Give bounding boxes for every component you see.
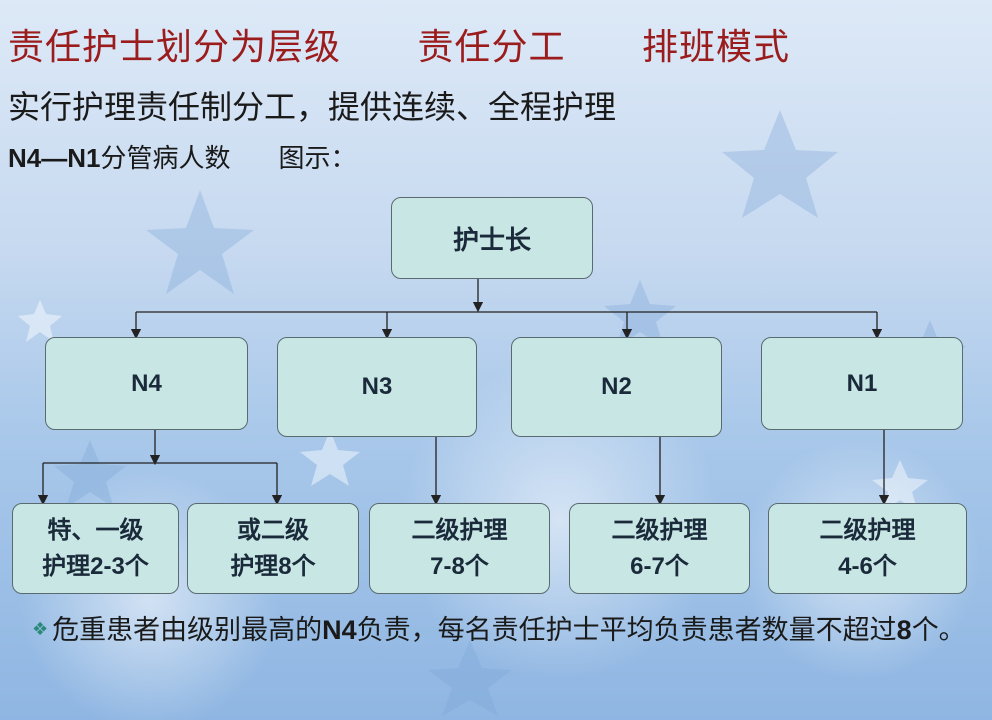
leaf-line1: 二级护理 [612,517,708,544]
leaf-line2: 7-8个 [430,553,489,580]
org-node-n2: N2 [511,337,722,437]
org-leaf-n4-critical: 特、一级护理2-3个 [12,503,179,594]
leaf-line1: 或二级 [237,517,309,544]
org-node-head-nurse: 护士长 [391,197,593,279]
org-leaf-n2: 二级护理 6-7个 [569,503,750,594]
leaf-line2: 护理8个 [230,553,315,580]
leaf-line1: 二级护理 [820,517,916,544]
org-leaf-n1: 二级护理 4-6个 [768,503,967,594]
org-node-n1: N1 [761,337,963,430]
leaf-line2: 护理2-3个 [42,553,149,580]
org-leaf-n3: 二级护理 7-8个 [369,503,550,594]
leaf-line2: 4-6个 [838,553,897,580]
leaf-line1: 二级护理 [412,517,508,544]
leaf-line2: 6-7个 [630,553,689,580]
org-leaf-n4-level2: 或二级护理8个 [187,503,359,594]
org-node-n4: N4 [45,337,248,430]
leaf-line1: 特、一级 [48,517,144,544]
org-node-n3: N3 [277,337,477,437]
